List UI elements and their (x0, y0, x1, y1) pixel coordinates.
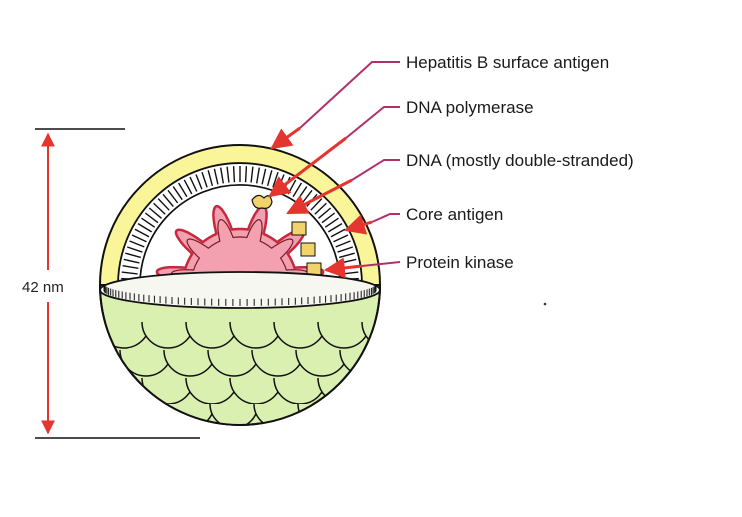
capsomere (54, 378, 106, 404)
capsomere (190, 428, 234, 450)
capsomere (58, 428, 102, 450)
capsomere (54, 322, 106, 348)
capsomere (146, 428, 190, 450)
label-core-antigen: Core antigen (406, 205, 503, 224)
capsomere (318, 378, 370, 404)
capsomere (322, 428, 366, 450)
capsomere (342, 404, 390, 428)
label-surface-antigen: Hepatitis B surface antigen (406, 53, 609, 72)
capsomere (102, 428, 146, 450)
capsomere (298, 404, 346, 428)
capsomere (122, 404, 170, 428)
scale-label: 42 nm (22, 279, 64, 296)
capsomere (234, 428, 278, 450)
dna-polymerase-icon (252, 195, 272, 208)
stray-dot (544, 303, 547, 306)
capsomere (78, 404, 126, 428)
capsomere (278, 428, 322, 450)
capsomere (366, 428, 410, 450)
label-dna: DNA (mostly double-stranded) (406, 151, 634, 170)
capsomere (254, 404, 302, 428)
label-dna-polymerase: DNA polymerase (406, 98, 534, 117)
capsomere (362, 378, 414, 404)
label-protein-kinase: Protein kinase (406, 253, 514, 272)
